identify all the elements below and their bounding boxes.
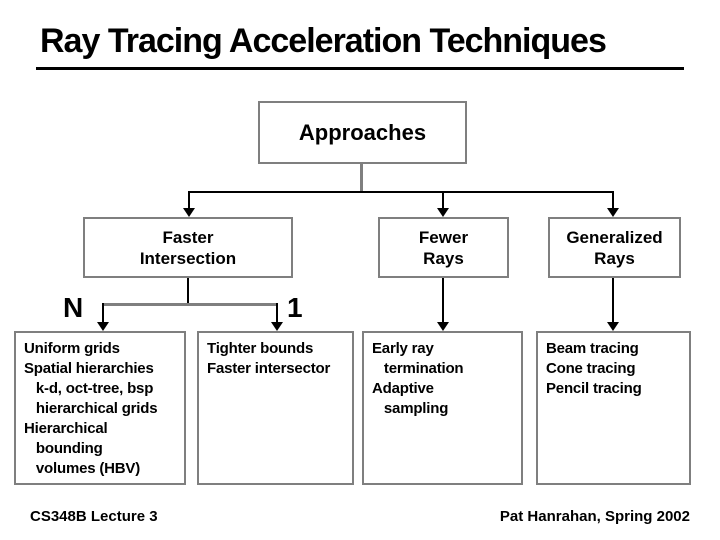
node-approaches: Approaches	[258, 101, 467, 164]
leaf-tighter-bounds: Tighter bounds Faster intersector	[197, 331, 354, 485]
leaf-generalized-tracing: Beam tracing Cone tracing Pencil tracing	[536, 331, 691, 485]
arrowhead-fewer-icon	[437, 208, 449, 217]
connector-root-stub	[360, 163, 363, 192]
footer-author-label: Pat Hanrahan, Spring 2002	[499, 508, 690, 525]
connector-drop-generalized	[612, 191, 614, 209]
node-faster-intersection: Faster Intersection	[83, 217, 293, 278]
connector-drop-one	[276, 303, 278, 322]
connector-split-bus	[102, 303, 278, 306]
arrowhead-n-icon	[97, 322, 109, 331]
slide-title: Ray Tracing Acceleration Techniques	[40, 22, 607, 60]
connector-drop-faster	[188, 191, 190, 209]
connector-drop-n	[102, 303, 104, 322]
footer-course-label: CS348B Lecture 3	[30, 508, 158, 525]
arrowhead-generalized-leaf-icon	[607, 322, 619, 331]
edge-label-n: N	[63, 292, 84, 323]
edge-label-one: 1	[287, 292, 303, 323]
connector-faster-stub	[187, 278, 189, 305]
connector-level1-bus	[188, 191, 614, 193]
connector-drop-fewer-leaf	[442, 278, 444, 322]
node-fewer-rays: Fewer Rays	[378, 217, 509, 278]
leaf-early-termination: Early ray termination Adaptive sampling	[362, 331, 523, 485]
arrowhead-generalized-icon	[607, 208, 619, 217]
arrowhead-fewer-leaf-icon	[437, 322, 449, 331]
connector-drop-fewer	[442, 191, 444, 209]
title-underline-rule	[36, 67, 684, 70]
node-generalized-rays: Generalized Rays	[548, 217, 681, 278]
arrowhead-one-icon	[271, 322, 283, 331]
arrowhead-faster-icon	[183, 208, 195, 217]
connector-drop-generalized-leaf	[612, 278, 614, 322]
leaf-spatial-structures: Uniform grids Spatial hierarchies k-d, o…	[14, 331, 186, 485]
